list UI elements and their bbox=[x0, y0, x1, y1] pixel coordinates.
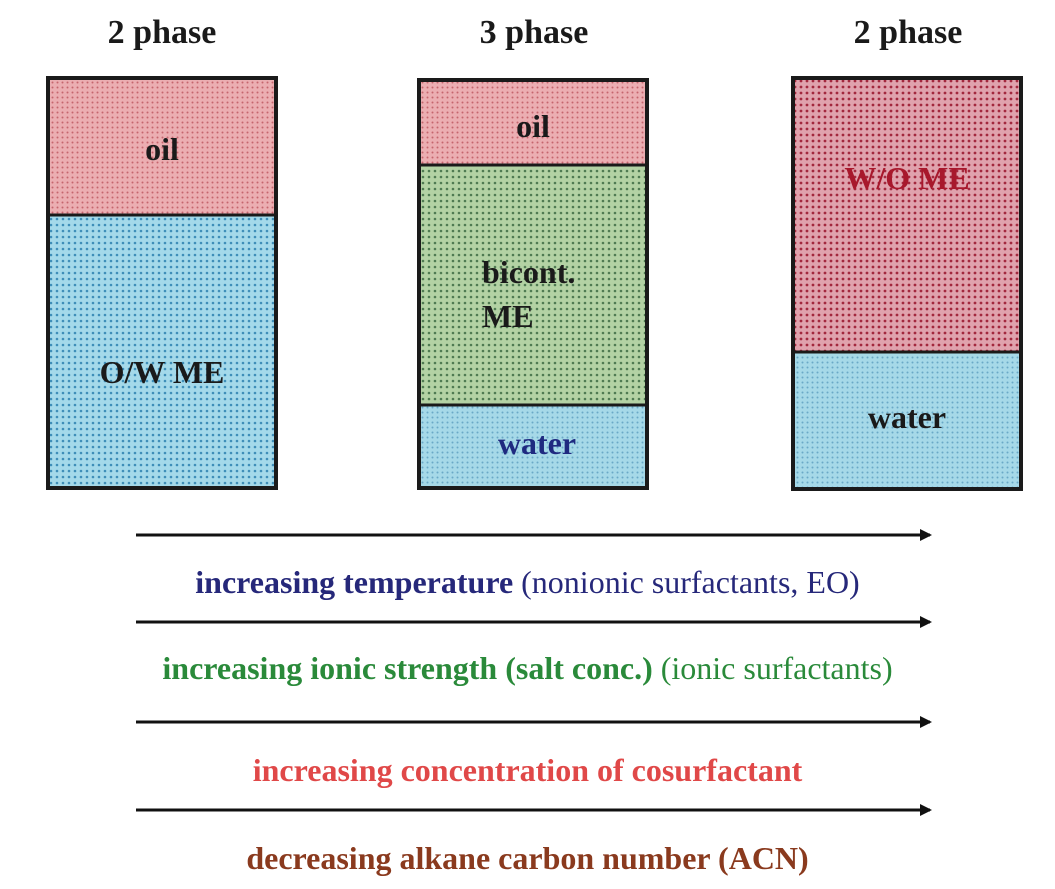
container-left bbox=[46, 76, 278, 490]
label-oil-middle: oil bbox=[516, 108, 550, 144]
label-water-middle: water bbox=[498, 425, 576, 461]
label-wo-me: W/O ME bbox=[844, 160, 969, 196]
label-bicont: bicont. bbox=[482, 254, 575, 290]
caption-temperature-bold: increasing temperature bbox=[195, 564, 514, 600]
layer-bicont-me bbox=[419, 165, 647, 405]
caption-alkane-carbon-bold: decreasing alkane carbon number (ACN) bbox=[246, 840, 809, 876]
layer-water-middle bbox=[419, 405, 647, 488]
label-ow-me: O/W ME bbox=[100, 354, 225, 390]
caption-temperature: increasing temperature (nonionic surfact… bbox=[0, 564, 1055, 601]
label-oil-left: oil bbox=[145, 131, 179, 167]
container-border bbox=[417, 78, 649, 490]
layer-water-right bbox=[793, 352, 1021, 489]
phase-label-left: 2 phase bbox=[107, 14, 217, 51]
caption-ionic-strength: increasing ionic strength (salt conc.) (… bbox=[0, 650, 1055, 687]
container-border bbox=[791, 76, 1023, 491]
container-border bbox=[46, 76, 278, 490]
layer-oil-middle bbox=[419, 80, 647, 165]
phase-label-middle: 3 phase bbox=[479, 14, 589, 51]
caption-temperature-normal: (nonionic surfactants, EO) bbox=[513, 564, 860, 600]
container-middle bbox=[417, 78, 649, 490]
label-water-right: water bbox=[868, 399, 946, 435]
phase-label-right: 2 phase bbox=[853, 14, 963, 51]
layer-wo-me bbox=[793, 78, 1021, 352]
caption-alkane-carbon: decreasing alkane carbon number (ACN) bbox=[0, 840, 1055, 877]
label-me: ME bbox=[482, 298, 534, 334]
caption-cosurfactant-bold: increasing concentration of cosurfactant bbox=[252, 752, 803, 788]
caption-ionic-strength-bold: increasing ionic strength (salt conc.) bbox=[162, 650, 653, 686]
caption-ionic-strength-normal: (ionic surfactants) bbox=[652, 650, 893, 686]
layer-oil-left bbox=[48, 78, 276, 215]
caption-cosurfactant: increasing concentration of cosurfactant bbox=[0, 752, 1055, 789]
container-right bbox=[791, 76, 1023, 491]
layer-ow-me bbox=[48, 215, 276, 488]
